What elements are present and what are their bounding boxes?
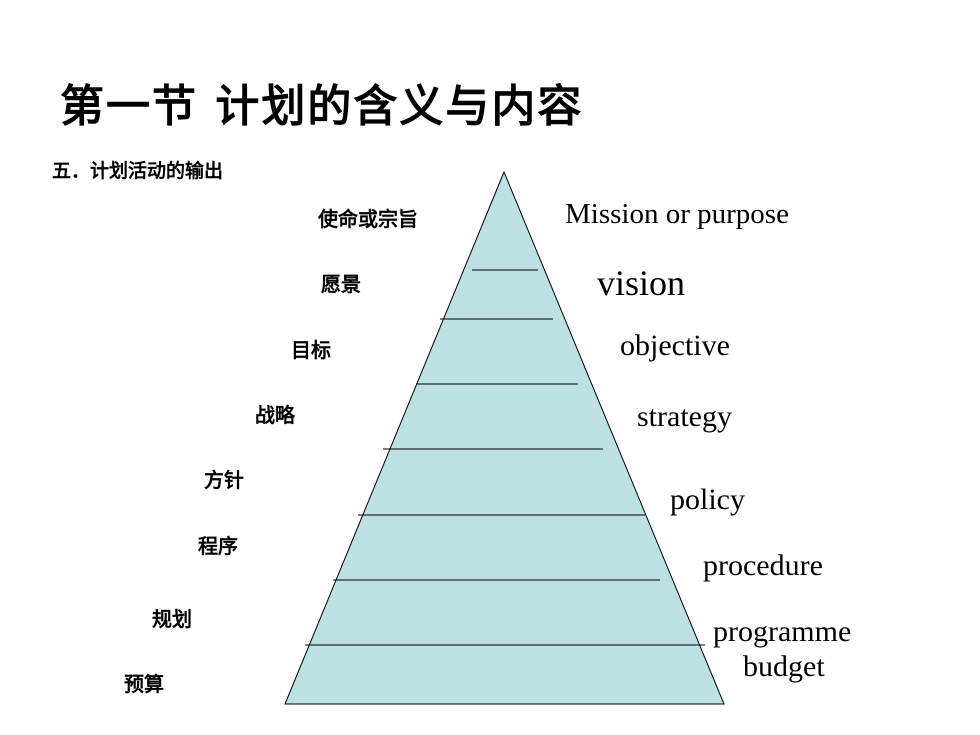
pyramid-shape xyxy=(284,170,725,705)
level-label-zh: 使命或宗旨 xyxy=(318,207,418,231)
level-label-zh: 战略 xyxy=(255,403,295,427)
page-title: 第一节 计划的含义与内容 xyxy=(60,81,584,132)
level-label-zh: 愿景 xyxy=(321,272,361,296)
level-label-en: strategy xyxy=(637,400,732,433)
level-label-en: procedure xyxy=(703,549,823,582)
level-label-en: programme xyxy=(713,615,852,648)
level-label-zh: 目标 xyxy=(291,338,331,362)
level-label-zh: 方针 xyxy=(204,468,244,492)
section-subtitle: 五．计划活动的输出 xyxy=(52,160,224,182)
level-label-zh: 规划 xyxy=(152,607,192,631)
level-label-en: Mission or purpose xyxy=(565,198,789,230)
level-label-en: objective xyxy=(620,329,730,362)
level-label-en: vision xyxy=(597,263,686,303)
level-label-zh: 程序 xyxy=(198,534,238,558)
level-label-en: budget xyxy=(743,650,825,683)
level-label-zh: 预算 xyxy=(124,672,164,696)
level-label-en: policy xyxy=(670,483,745,516)
